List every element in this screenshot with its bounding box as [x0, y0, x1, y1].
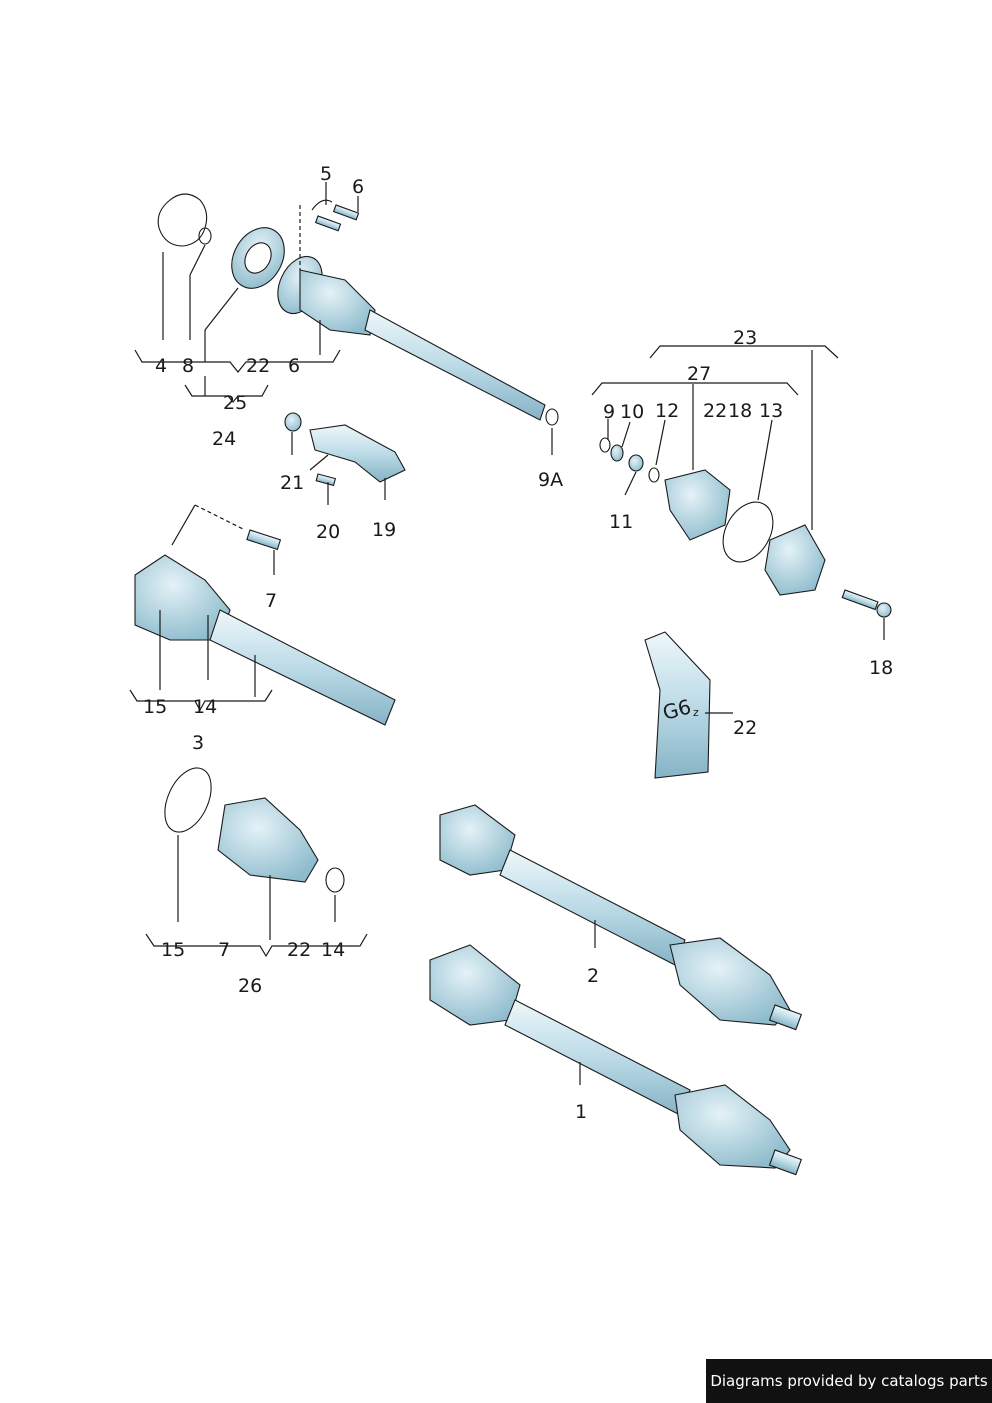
callout-26: 26	[238, 975, 262, 997]
callout-21: 21	[280, 472, 304, 494]
heat-shield-group	[284, 412, 406, 487]
callout-18: 18	[869, 657, 893, 679]
clamp-part-15	[164, 767, 212, 833]
cv-joint-part-right	[764, 524, 826, 596]
callout-7: 7	[265, 590, 277, 612]
drive-shaft-2	[439, 804, 803, 1031]
clamp-part-14	[325, 867, 345, 893]
callout-27: 27	[687, 363, 711, 385]
joint-kit-group	[599, 437, 892, 618]
callout-10: 10	[620, 401, 644, 423]
bearing-part	[231, 227, 285, 289]
callout-14: 14	[193, 696, 217, 718]
grease-tube-part: G6 z	[644, 631, 711, 779]
callout-22: 22	[703, 400, 727, 422]
callout-22: 22	[287, 939, 311, 961]
callout-11: 11	[609, 511, 633, 533]
callout-22: 22	[246, 355, 270, 377]
callout-25: 25	[223, 392, 247, 414]
callout-23: 23	[733, 327, 757, 349]
shaft-assembly-middle	[134, 504, 396, 726]
drive-shaft-top	[364, 309, 546, 421]
boot-part-top	[299, 269, 376, 336]
callout-3: 3	[192, 732, 204, 754]
boot-part-right	[664, 469, 731, 541]
clamp-part-13	[722, 501, 774, 563]
callout-6: 6	[288, 355, 300, 377]
callout-24: 24	[212, 428, 236, 450]
callout-22: 22	[733, 717, 757, 739]
boot-kit-group	[164, 767, 345, 893]
callout-9: 9	[603, 401, 615, 423]
circlip-part-8	[198, 227, 212, 245]
callout-20: 20	[316, 521, 340, 543]
callout-12: 12	[655, 400, 679, 422]
callout-2: 2	[587, 965, 599, 987]
leader-lines	[129, 182, 885, 1085]
tube-subscript: z	[693, 706, 699, 719]
callout-19: 19	[372, 519, 396, 541]
boot-part-26	[217, 797, 319, 883]
diagram-credit-text: Diagrams provided by catalogs parts	[710, 1372, 988, 1390]
callout-8: 8	[182, 355, 194, 377]
callout-1: 1	[575, 1101, 587, 1123]
seal-ring-part-4	[157, 193, 208, 247]
callout-6: 6	[352, 176, 364, 198]
callout-13: 13	[759, 400, 783, 422]
callout-18: 18	[728, 400, 752, 422]
callout-4: 4	[155, 355, 167, 377]
callout-14: 14	[321, 939, 345, 961]
heat-shield-part	[309, 424, 406, 483]
drive-shaft-1	[429, 944, 803, 1176]
diagram-credit-banner: Diagrams provided by catalogs parts	[706, 1359, 992, 1403]
callout-15: 15	[143, 696, 167, 718]
shaft-assembly-top	[157, 193, 559, 426]
callout-5: 5	[320, 163, 332, 185]
callout-labels: 5 6 4 8 22 6 25 24 9A 21 20 19 23 27 9 1…	[143, 163, 893, 1123]
callout-7: 7	[218, 939, 230, 961]
callout-9a: 9A	[538, 469, 563, 491]
callout-15: 15	[161, 939, 185, 961]
